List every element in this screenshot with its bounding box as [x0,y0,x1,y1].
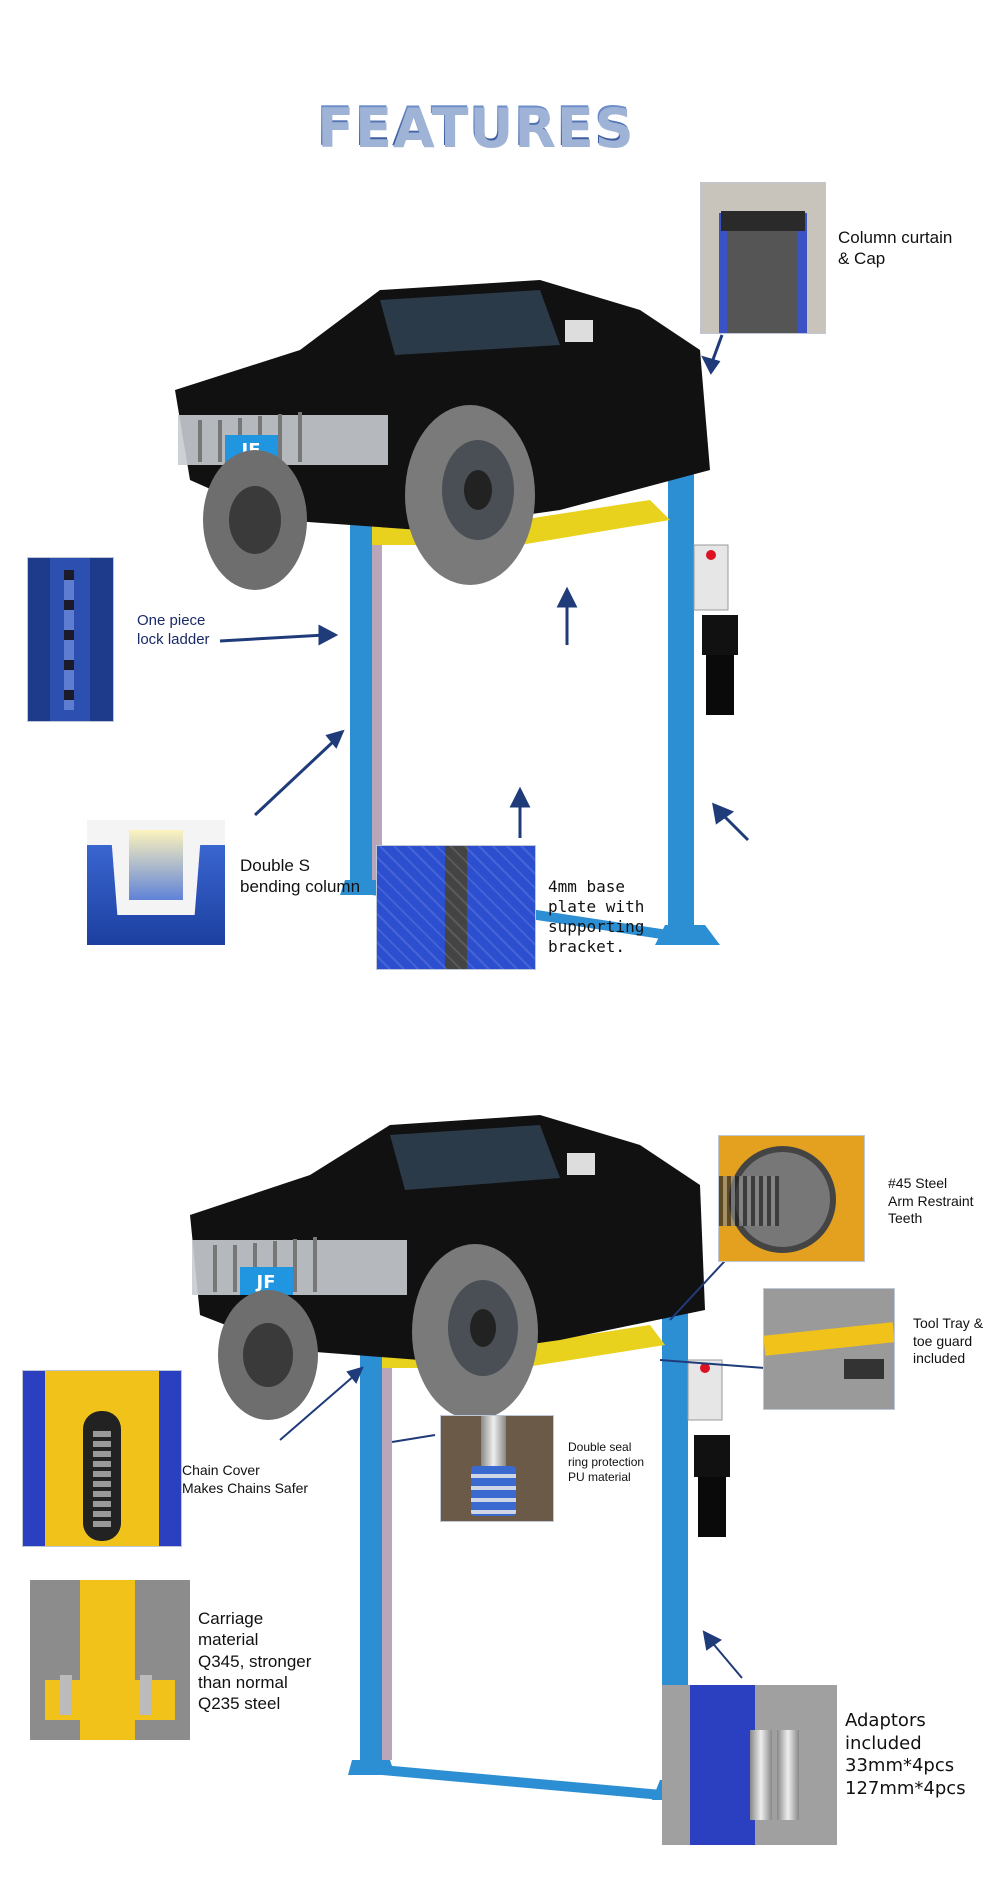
license-plate-2: JF [255,1272,276,1293]
s-column-photo [87,820,225,945]
feature-section-2: JF #45 Steel Arm Restraint Teeth Tool Tr… [0,1110,1000,1890]
carriage-photo [30,1580,190,1740]
seal-ring-photo [440,1415,554,1522]
base-plate-label: 4mm base plate with supporting bracket. [548,877,645,956]
adaptors-photo [662,1685,837,1845]
seal-ring-label: Double seal ring protection PU material [568,1440,645,1484]
base-plate-photo [376,845,536,970]
lift-illustration-1: JF [175,280,750,945]
adaptors-label: Adaptors included 33mm*4pcs 127mm*4pcs [845,1710,966,1799]
chain-cover-label: Chain Cover Makes Chains Safer [182,1462,309,1496]
chain-cover-photo [22,1370,182,1547]
tool-tray-photo [763,1288,895,1410]
arm-restraint-label: #45 Steel Arm Restraint Teeth [888,1175,974,1226]
lock-ladder-photo [27,557,114,722]
column-curtain-label: Column curtain & Cap [838,228,953,269]
carriage-label: Carriage material Q345, stronger than no… [198,1609,312,1713]
s-column-label: Double S bending column [240,856,361,897]
tool-tray-label: Tool Tray & toe guard included [913,1315,984,1366]
column-cap-photo [700,182,826,334]
feature-section-1: JF Column curtain & Cap One piece lock l… [0,150,1000,980]
page-title: FEATURES [316,95,634,158]
lock-ladder-label: One piece lock ladder [137,612,210,648]
arm-restraint-photo [718,1135,865,1262]
